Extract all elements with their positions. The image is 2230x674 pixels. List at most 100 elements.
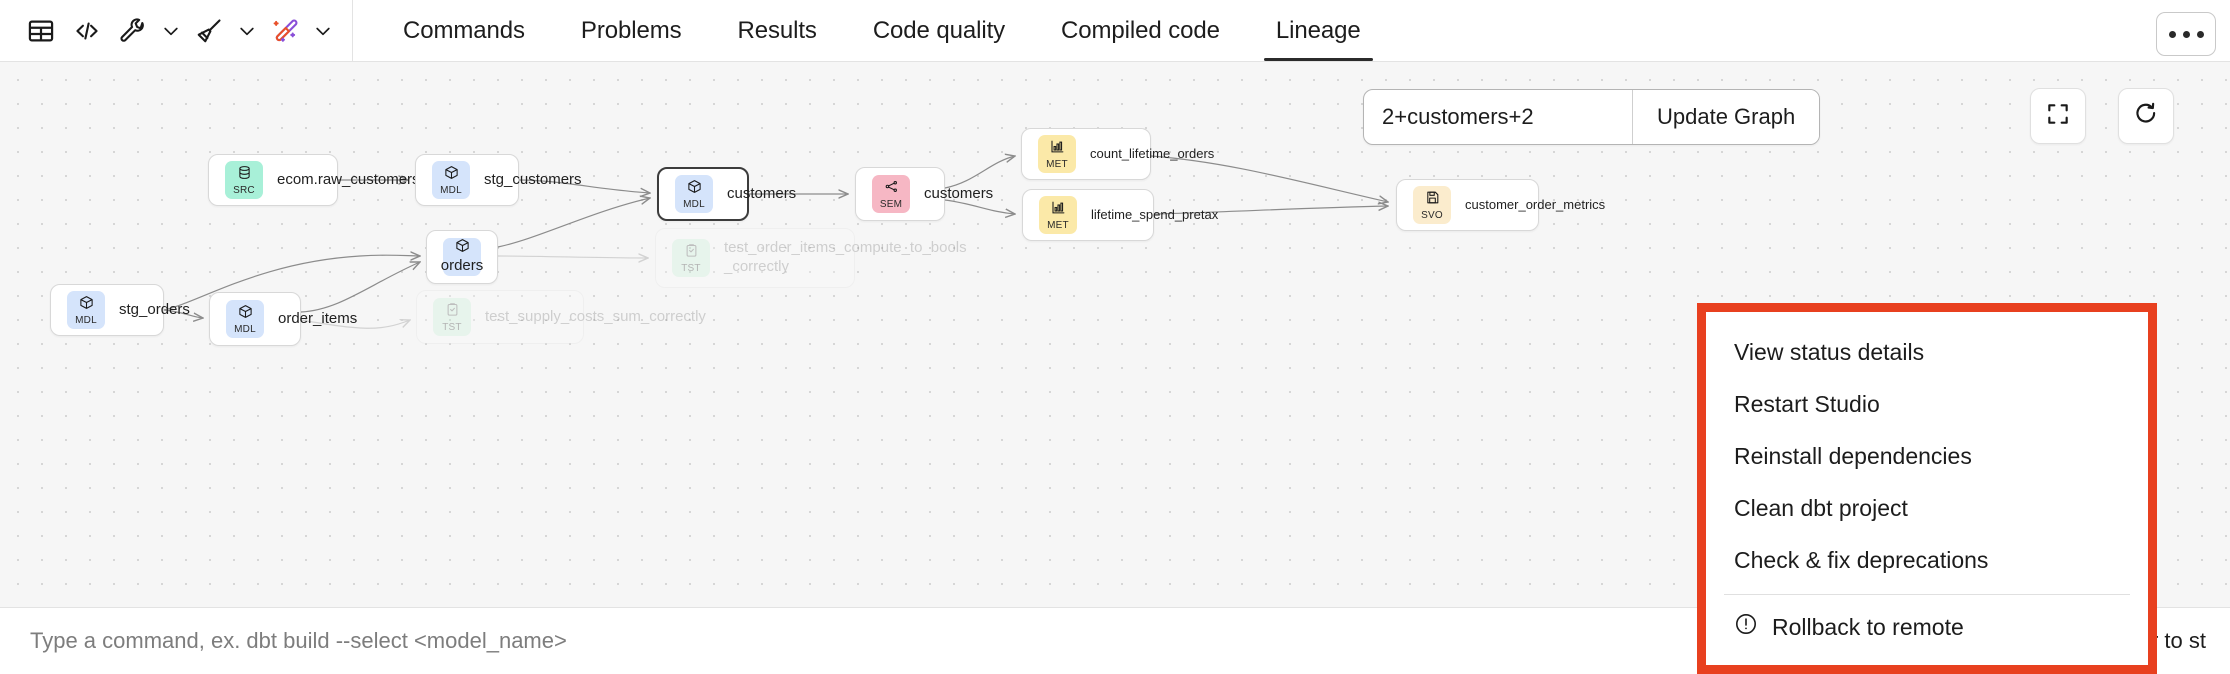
bar-chart-icon bbox=[1051, 200, 1066, 219]
badge-mdl: MDL bbox=[67, 291, 105, 329]
menu-item-clean-dbt-project[interactable]: Clean dbt project bbox=[1706, 482, 2148, 534]
refresh-icon bbox=[2133, 101, 2159, 132]
node-label: stg_orders bbox=[119, 300, 190, 318]
menu-item-rollback-to-remote[interactable]: Rollback to remote bbox=[1706, 601, 2148, 653]
broom-icon[interactable] bbox=[186, 8, 232, 54]
tab-commands[interactable]: Commands bbox=[403, 16, 525, 44]
badge-label: MET bbox=[1046, 158, 1068, 170]
warning-circle-icon bbox=[1734, 612, 1758, 642]
node-lifetime-spend-pretax[interactable]: MET lifetime_spend_pretax bbox=[1022, 189, 1218, 241]
node-test-supply-costs[interactable]: TST test_supply_costs_sum_correctly bbox=[416, 290, 706, 344]
chevron-down-icon[interactable] bbox=[308, 9, 338, 53]
cube-icon bbox=[444, 165, 459, 184]
badge-label: SVO bbox=[1421, 209, 1443, 221]
tab-compiled-code[interactable]: Compiled code bbox=[1061, 16, 1220, 44]
context-menu: View status details Restart Studio Reins… bbox=[1706, 312, 2148, 665]
node-customers-model[interactable]: MDL customers bbox=[657, 167, 796, 221]
menu-item-label: Clean dbt project bbox=[1734, 494, 1908, 521]
badge-src: SRC bbox=[225, 161, 263, 199]
tab-code-quality[interactable]: Code quality bbox=[872, 16, 1006, 44]
tab-problems[interactable]: Problems bbox=[580, 16, 682, 44]
node-count-lifetime-orders[interactable]: MET count_lifetime_orders bbox=[1021, 128, 1214, 180]
badge-sem: SEM bbox=[872, 175, 910, 213]
more-options-button[interactable] bbox=[2156, 12, 2216, 56]
menu-item-label: Check & fix deprecations bbox=[1734, 546, 1989, 573]
badge-mdl: MDL bbox=[675, 175, 713, 213]
node-customers-semantic[interactable]: SEM customers bbox=[855, 167, 993, 221]
magic-wand-icon[interactable] bbox=[262, 8, 308, 54]
node-test-order-items[interactable]: TST test_order_items_compute_to_bools _c… bbox=[655, 228, 967, 288]
chevron-down-icon[interactable] bbox=[232, 9, 262, 53]
cube-icon bbox=[79, 295, 94, 314]
node-label: orders bbox=[440, 257, 484, 275]
cube-icon bbox=[455, 238, 470, 257]
node-ecom-raw-customers[interactable]: SRC ecom.raw_customers bbox=[208, 154, 420, 206]
node-label: test_supply_costs_sum_correctly bbox=[485, 307, 706, 325]
badge-label: SEM bbox=[879, 198, 903, 210]
badge-label: MDL bbox=[683, 198, 705, 210]
menu-item-label: Rollback to remote bbox=[1772, 613, 1964, 640]
node-label: customer_order_metrics bbox=[1465, 196, 1606, 212]
tools-menu[interactable] bbox=[110, 8, 186, 54]
context-menu-highlight: View status details Restart Studio Reins… bbox=[1697, 303, 2157, 674]
clean-menu[interactable] bbox=[186, 8, 262, 54]
node-label: count_lifetime_orders bbox=[1090, 145, 1215, 161]
badge-met: MET bbox=[1039, 196, 1077, 234]
badge-mdl: MDL bbox=[432, 161, 470, 199]
node-label: customers bbox=[924, 184, 994, 202]
tab-lineage[interactable]: Lineage bbox=[1248, 0, 1389, 61]
menu-separator bbox=[1724, 594, 2130, 595]
table-view-icon[interactable] bbox=[18, 8, 64, 54]
badge-mdl: MDL bbox=[226, 300, 264, 338]
badge-label: MDL bbox=[75, 314, 97, 326]
semantic-icon bbox=[884, 179, 899, 198]
badge-label: MDL bbox=[234, 323, 256, 335]
code-view-icon[interactable] bbox=[64, 8, 110, 54]
editor-toolbar bbox=[0, 0, 353, 61]
refresh-button[interactable] bbox=[2118, 88, 2174, 144]
cube-icon bbox=[238, 304, 253, 323]
badge-mdl: orders bbox=[440, 238, 484, 276]
node-stg-orders[interactable]: MDL stg_orders bbox=[50, 284, 190, 336]
badge-label: MDL bbox=[440, 184, 462, 196]
badge-label: MET bbox=[1047, 219, 1069, 231]
bar-chart-icon bbox=[1050, 139, 1065, 158]
badge-label: SRC bbox=[233, 184, 255, 196]
ellipsis-icon bbox=[2168, 30, 2204, 38]
tab-results[interactable]: Results bbox=[737, 16, 817, 44]
menu-item-check-fix-deprecations[interactable]: Check & fix deprecations bbox=[1706, 534, 2148, 586]
cube-icon bbox=[687, 179, 702, 198]
badge-svo: SVO bbox=[1413, 186, 1451, 224]
fullscreen-button[interactable] bbox=[2030, 88, 2086, 144]
badge-label: TST bbox=[442, 321, 462, 333]
node-customer-order-metrics[interactable]: SVO customer_order_metrics bbox=[1396, 179, 1605, 231]
node-label: customers bbox=[727, 184, 797, 202]
update-graph-button[interactable]: Update Graph bbox=[1632, 90, 1820, 144]
node-orders[interactable]: orders bbox=[426, 230, 498, 284]
menu-item-restart-studio[interactable]: Restart Studio bbox=[1706, 378, 2148, 430]
graph-search-input[interactable] bbox=[1364, 90, 1632, 144]
node-stg-customers[interactable]: MDL stg_customers bbox=[415, 154, 582, 206]
node-label: lifetime_spend_pretax bbox=[1091, 206, 1219, 222]
badge-met: MET bbox=[1038, 135, 1076, 173]
node-label: order_items bbox=[278, 309, 358, 327]
command-input[interactable] bbox=[0, 628, 2021, 654]
menu-item-label: Restart Studio bbox=[1734, 390, 1880, 417]
clipboard-check-icon bbox=[445, 302, 460, 321]
tab-bar: Commands Problems Results Code quality C… bbox=[375, 0, 1389, 61]
wrench-icon[interactable] bbox=[110, 8, 156, 54]
node-order-items[interactable]: MDL order_items bbox=[209, 292, 357, 346]
menu-item-reinstall-dependencies[interactable]: Reinstall dependencies bbox=[1706, 430, 2148, 482]
graph-search-bar[interactable]: Update Graph bbox=[1363, 89, 1821, 145]
top-bar: Commands Problems Results Code quality C… bbox=[0, 0, 2230, 62]
chevron-down-icon[interactable] bbox=[156, 9, 186, 53]
menu-item-view-status-details[interactable]: View status details bbox=[1706, 326, 2148, 378]
menu-item-label: Reinstall dependencies bbox=[1734, 442, 1972, 469]
badge-label: TST bbox=[681, 262, 701, 274]
fullscreen-icon bbox=[2045, 101, 2071, 132]
save-icon bbox=[1425, 190, 1440, 209]
node-label: stg_customers bbox=[484, 170, 582, 188]
node-label: ecom.raw_customers bbox=[277, 170, 420, 188]
ai-menu[interactable] bbox=[262, 8, 338, 54]
